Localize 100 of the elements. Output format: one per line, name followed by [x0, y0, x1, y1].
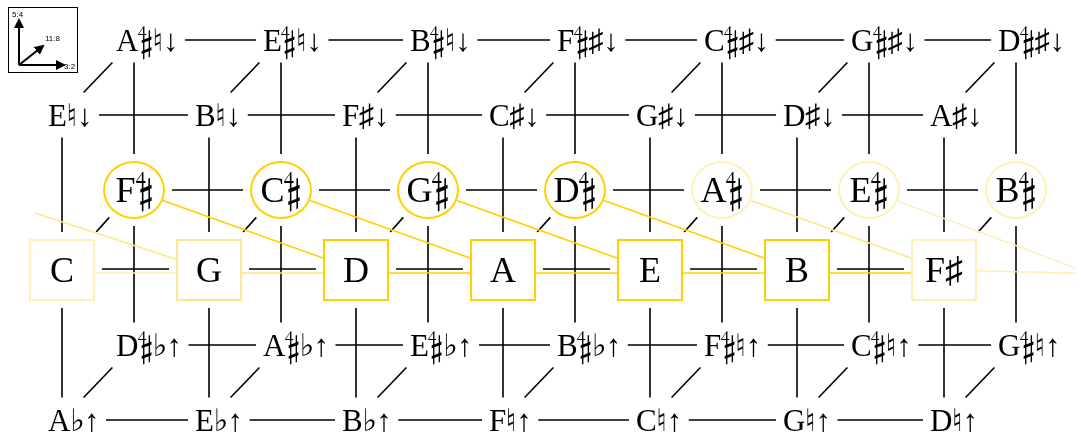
connector-line [95, 216, 111, 233]
connector-line [82, 366, 114, 399]
note-name: E [639, 252, 661, 288]
connector-line [767, 344, 845, 346]
connector-line [649, 136, 651, 233]
connector-line [162, 199, 324, 259]
note-name: B♮↓ [195, 99, 241, 131]
connector-line [774, 39, 845, 41]
connector-line [923, 39, 992, 41]
connector-line [248, 419, 336, 421]
note-name: G♮↑ [783, 404, 831, 436]
connector-line [917, 344, 992, 346]
axis-label: 3:2 [64, 63, 76, 71]
connector-line [603, 199, 765, 259]
note-name: C♯↓ [489, 99, 540, 131]
note-name: D [343, 252, 369, 288]
connector-line [906, 189, 979, 191]
connector-line [61, 307, 63, 399]
connector-line [817, 61, 849, 94]
connector-line [476, 39, 551, 41]
connector-line [82, 61, 114, 94]
connector-line [1015, 225, 1017, 324]
connector-line [523, 61, 555, 94]
note-name: F♯ [925, 252, 963, 288]
connector-line [977, 216, 993, 233]
connector-line [334, 344, 404, 346]
connector-line [208, 307, 210, 399]
connector-line [688, 419, 777, 421]
connector-line [376, 366, 408, 399]
axis-label: 5:4 [12, 11, 24, 19]
connector-line [395, 268, 464, 270]
connector-line [105, 419, 189, 421]
connector-line [133, 61, 135, 155]
connector-line [94, 272, 177, 274]
note-name: G [196, 252, 222, 288]
connector-line [241, 272, 324, 274]
connector-line [694, 114, 777, 116]
connector-line [836, 419, 924, 421]
connector-line [943, 136, 945, 233]
connector-line [247, 114, 336, 116]
note-box [323, 239, 389, 301]
connector-line [388, 272, 471, 274]
connector-line [61, 136, 63, 233]
note-box [764, 239, 830, 301]
note-name: A♭↑ [48, 404, 99, 436]
connector-line [545, 114, 630, 116]
note-name: C [50, 252, 74, 288]
connector-line [542, 268, 611, 270]
axis-label: 11:8 [45, 35, 60, 43]
connector-line [309, 199, 471, 259]
connector-line [1015, 61, 1017, 155]
note-box [29, 239, 95, 301]
connector-line [537, 419, 630, 421]
connector-line [624, 39, 698, 41]
connector-line [689, 268, 758, 270]
connector-line [523, 366, 555, 399]
connector-line [896, 200, 1076, 269]
note-circle [397, 161, 459, 219]
note-circle [250, 161, 312, 219]
note-name: G♯↓ [636, 99, 688, 131]
connector-line [389, 216, 405, 233]
connector-line [318, 189, 391, 191]
connector-line [796, 136, 798, 233]
connector-line [868, 61, 870, 155]
note-name: F♯↓ [342, 99, 389, 131]
note-box [176, 239, 242, 301]
connector-line [327, 39, 404, 41]
connector-line [943, 307, 945, 399]
connector-line [830, 216, 846, 233]
connector-line [759, 189, 832, 191]
connector-line [817, 366, 849, 399]
connector-line [397, 419, 483, 421]
connector-line [502, 136, 504, 233]
note-box [911, 239, 977, 301]
note-box [617, 239, 683, 301]
connector-line [229, 61, 261, 94]
note-circle [544, 161, 606, 219]
connector-line [502, 307, 504, 399]
connector-line [536, 216, 552, 233]
connector-line [670, 61, 702, 94]
connector-line [670, 366, 702, 399]
connector-line [750, 199, 912, 259]
connector-line [376, 61, 408, 94]
connector-line [829, 272, 912, 274]
connector-line [184, 39, 257, 41]
connector-line [208, 136, 210, 233]
note-name: F♮↑ [489, 404, 532, 436]
connector-line [649, 307, 651, 399]
note-name: A♯↓ [930, 99, 982, 131]
note-name: D♮↑ [930, 404, 978, 436]
connector-line [280, 225, 282, 324]
note-box [470, 239, 536, 301]
connector-line [229, 366, 261, 399]
connector-line [355, 136, 357, 233]
connector-line [456, 199, 618, 259]
connector-line [796, 307, 798, 399]
note-circle [838, 161, 900, 219]
connector-line [841, 114, 924, 116]
connector-line [133, 225, 135, 324]
connector-line [574, 61, 576, 155]
